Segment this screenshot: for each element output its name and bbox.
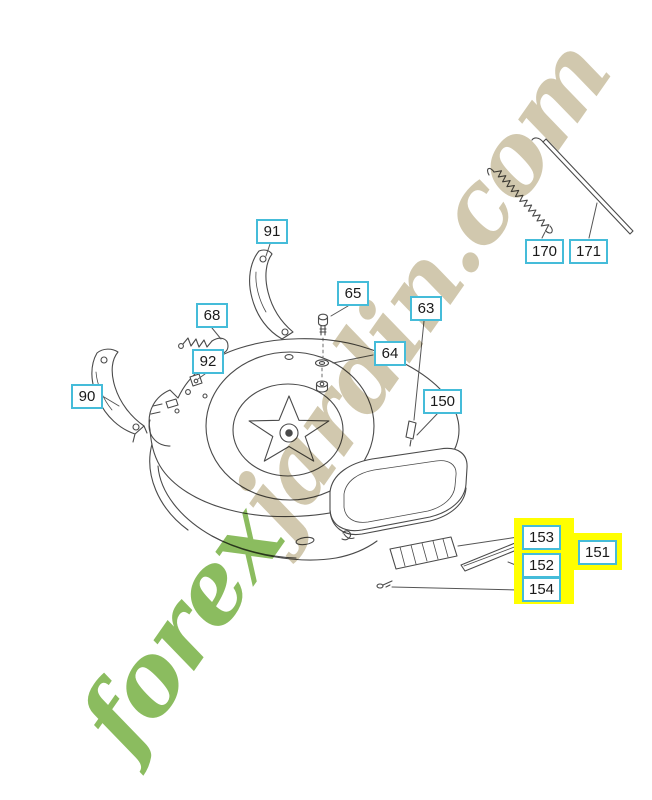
bolt-stack — [314, 313, 330, 393]
part-label-65[interactable]: 65 — [337, 281, 369, 306]
part-label-63[interactable]: 63 — [410, 296, 442, 321]
part-label-171[interactable]: 171 — [569, 239, 609, 264]
part-label-154[interactable]: 154 — [522, 577, 562, 602]
part-label-68[interactable]: 68 — [196, 303, 228, 328]
part-label-64[interactable]: 64 — [374, 341, 406, 366]
part-label-90[interactable]: 90 — [71, 384, 103, 409]
blade-housing-dome — [205, 351, 375, 501]
part-label-92[interactable]: 92 — [192, 349, 224, 374]
leader-lines — [103, 202, 598, 591]
part-label-150[interactable]: 150 — [423, 389, 463, 414]
part-label-170[interactable]: 170 — [525, 239, 565, 264]
part-label-91[interactable]: 91 — [256, 219, 288, 244]
part-label-153[interactable]: 153 — [522, 525, 562, 550]
part-label-151[interactable]: 151 — [578, 540, 618, 565]
part-label-152[interactable]: 152 — [522, 553, 562, 578]
spring-and-rod — [486, 137, 634, 235]
